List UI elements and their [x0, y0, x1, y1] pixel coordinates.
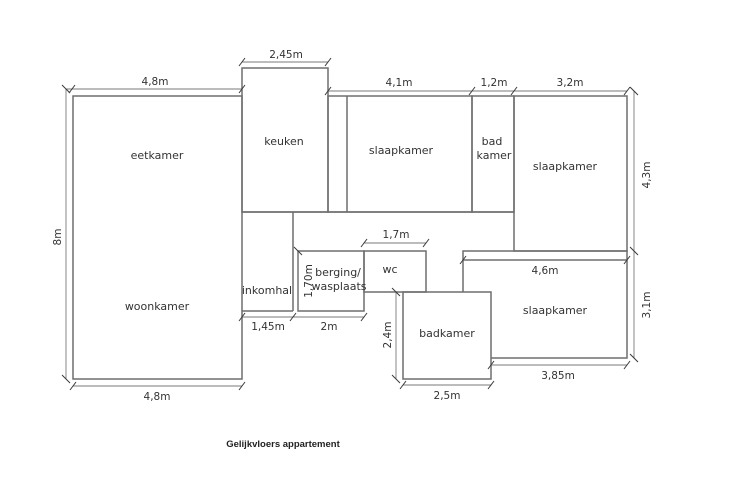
- dim-tick: [293, 246, 303, 256]
- room-label-bad-line2: kamer: [477, 149, 512, 162]
- dim-label-badkamer-bottom: 2,5m: [434, 390, 461, 402]
- room-label-slaapkamer-1: slaapkamer: [369, 144, 434, 157]
- wall-living-room: [72, 95, 243, 380]
- dim-tick: [289, 312, 297, 322]
- dim-tick: [487, 360, 495, 370]
- dim-tick: [238, 84, 246, 94]
- dim-label-woonkamer-bottom: 4,8m: [144, 391, 171, 403]
- dim-tick: [238, 381, 246, 391]
- dim-label-slaapkamer-1-top: 4,1m: [386, 77, 413, 89]
- dim-tick: [238, 312, 246, 322]
- dim-label-badkamer-side: 2,4m: [382, 322, 394, 349]
- dim-label-slaapkamer-3-top: 4,6m: [532, 265, 559, 277]
- room-label-badkamer: badkamer: [419, 327, 475, 340]
- dim-tick: [238, 57, 246, 67]
- dim-tick: [324, 86, 332, 96]
- dim-tick: [510, 86, 518, 96]
- dim-label-slaapkamer-2-top: 3,2m: [557, 77, 584, 89]
- walls: [72, 67, 628, 380]
- dim-tick: [629, 246, 639, 256]
- dim-tick: [360, 238, 368, 248]
- dim-tick: [487, 380, 495, 390]
- room-label-wc: wc: [382, 263, 397, 276]
- room-labels: eetkamer woonkamer keuken slaapkamer bad…: [125, 135, 598, 340]
- dim-label-inkomhal-bottom: 1,45m: [251, 321, 285, 333]
- dim-label-berging-bottom: 2m: [321, 321, 338, 333]
- dim-tick: [623, 360, 631, 370]
- dim-label-bad-top: 1,2m: [481, 77, 508, 89]
- dim-label-slaapkamer-3-side: 3,1m: [641, 292, 653, 319]
- room-label-keuken: keuken: [264, 135, 303, 148]
- dim-tick: [391, 287, 401, 297]
- dim-tick: [61, 84, 71, 94]
- plan-title: Gelijkvloers appartement: [226, 439, 340, 450]
- dim-tick: [629, 353, 639, 363]
- room-label-berging-line2: wasplaats: [311, 280, 366, 293]
- dim-label-berging-side: 1,70m: [303, 264, 315, 298]
- dim-tick: [468, 86, 476, 96]
- dim-tick: [422, 238, 430, 248]
- dim-label-total-height: 8m: [52, 229, 64, 246]
- dim-label-keuken-top: 2,45m: [269, 49, 303, 61]
- dim-label-slaapkamer-2-side: 4,3m: [641, 162, 653, 189]
- dim-tick: [623, 255, 631, 265]
- dimension-lines: [61, 57, 639, 391]
- room-label-slaapkamer-2: slaapkamer: [533, 160, 598, 173]
- dim-tick: [61, 374, 71, 384]
- dim-tick: [629, 86, 639, 96]
- room-label-eetkamer: eetkamer: [131, 149, 184, 162]
- dim-label-slaapkamer-3-bottom: 3,85m: [541, 370, 575, 382]
- dim-tick: [459, 255, 467, 265]
- dim-tick: [324, 57, 332, 67]
- dimension-labels: 4,8m 2,45m 4,1m 1,2m 3,2m 4,3m 8m 4,8m 1…: [52, 49, 653, 403]
- dim-tick: [360, 312, 368, 322]
- room-label-bad-line1: bad: [482, 135, 503, 148]
- wall-wc: [363, 250, 427, 293]
- room-label-berging-line1: berging/: [315, 266, 361, 279]
- dim-tick: [68, 84, 76, 94]
- dim-tick: [623, 86, 631, 96]
- room-label-inkomhal: inkomhal: [242, 284, 292, 297]
- room-label-slaapkamer-3: slaapkamer: [523, 304, 588, 317]
- dim-label-wc-top: 1,7m: [383, 229, 410, 241]
- dim-tick: [391, 374, 401, 384]
- dim-tick: [399, 380, 407, 390]
- wall-slaapkamer-2: [513, 95, 628, 252]
- wall-slaapkamer-3: [462, 250, 628, 359]
- dim-label-eetkamer-top: 4,8m: [142, 76, 169, 88]
- wall-badkamer: [402, 291, 492, 380]
- dim-tick: [69, 381, 77, 391]
- room-label-woonkamer: woonkamer: [125, 300, 190, 313]
